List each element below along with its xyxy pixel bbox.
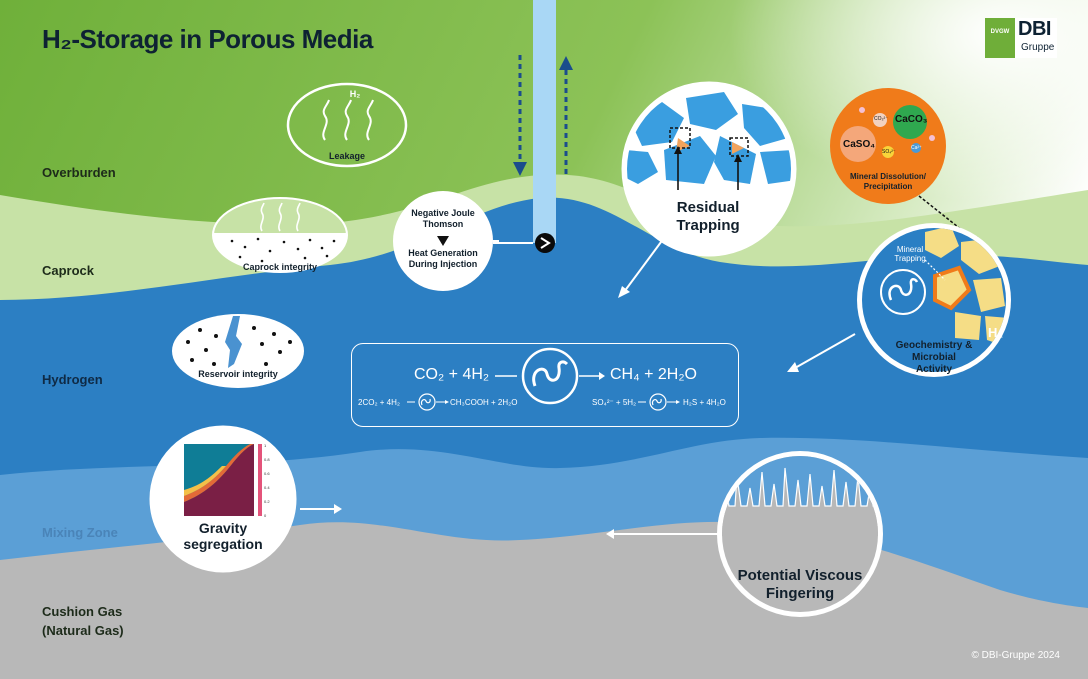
joule-line3: Heat Generation [408, 248, 478, 258]
equations-box [351, 343, 739, 427]
caprock-integrity-label: Caprock integrity [242, 262, 318, 272]
geochem-line1: Geochemistry & [895, 340, 973, 351]
microbe-icon [495, 347, 605, 405]
residual-trapping-label: Residual Trapping [653, 199, 763, 235]
mineral-line1: Mineral Dissolution/ [849, 172, 926, 181]
joule-line1: Negative Joule [411, 208, 475, 218]
leakage-bubble [286, 82, 408, 168]
logo-subtitle: Gruppe [1021, 42, 1055, 53]
caprock-integrity-bubble [212, 197, 348, 273]
microbe-icon-small-2 [638, 393, 680, 411]
layer-label-mixing-zone: Mixing Zone [42, 525, 118, 540]
mineral-label: Mineral Dissolution/ Precipitation [838, 172, 938, 192]
fingering-arrow [606, 529, 718, 539]
leakage-gas-label: H₂ [349, 89, 361, 99]
mineral-trapping-line2: Trapping [894, 254, 926, 263]
dvgw-mark: DVGW [985, 18, 1015, 58]
joule-line2: Thomson [422, 219, 464, 229]
geochem-arrow [787, 333, 856, 372]
fingering-bubble [717, 451, 883, 617]
so4-label: SO₄²⁻ [882, 149, 896, 155]
reservoir-integrity-bubble [172, 314, 304, 388]
gravity-scale-0.8: 0.8 [264, 457, 270, 462]
cushion-gas-line1: Cushion Gas [42, 604, 123, 619]
gravity-arrow [300, 504, 342, 514]
mineral-trapping-label: Mineral Trapping [890, 245, 930, 263]
gravity-scale-0.2: 0.2 [264, 499, 270, 504]
ca-label: Ca²⁺ [911, 145, 922, 151]
reservoir-integrity-label: Reservoir integrity [198, 369, 278, 379]
joule-thomson-text: Negative Joule Thomson Heat Generation D… [397, 208, 489, 270]
fingering-line1: Potential Viscous [737, 567, 863, 584]
eq-main-right: CH₄ + 2H₂O [610, 366, 697, 383]
residual-arrow [618, 237, 665, 298]
fingering-line2: Fingering [765, 585, 835, 602]
layer-label-hydrogen: Hydrogen [42, 372, 103, 387]
leakage-label: Leakage [328, 151, 366, 161]
gravity-scale-0.4: 0.4 [264, 485, 270, 490]
gravity-scale-0.6: 0.6 [264, 471, 270, 476]
gravity-bubble: 1 0.8 0.6 0.4 0.2 0 [149, 425, 297, 573]
layer-label-cushion-gas: Cushion Gas (Natural Gas) [42, 602, 124, 640]
gravity-scale-0: 0 [264, 513, 267, 518]
joule-line4: During Injection [408, 259, 478, 269]
residual-trapping-bubble [621, 81, 797, 257]
co3-label: CO₃²⁻ [874, 116, 888, 122]
geochem-line3: Activity [915, 364, 953, 375]
copyright: © DBI-Gruppe 2024 [971, 650, 1060, 661]
eq-sub2-right: H₂S + 4H₂O [683, 398, 726, 407]
mineral-line2: Precipitation [863, 182, 913, 191]
joule-arrow [493, 242, 533, 244]
mineral-trapping-line1: Mineral [896, 245, 924, 254]
eq-sub2-left: SO₄²⁻ + 5H₂ [592, 398, 637, 407]
caco3-label: CaCO₃ [895, 114, 928, 125]
page-title: H₂-Storage in Porous Media [42, 24, 373, 54]
eq-sub1-left: 2CO₂ + 4H₂ [358, 398, 401, 407]
caso4-label: CaSO₄ [843, 139, 875, 150]
logo-name: DBI [1018, 18, 1051, 40]
gravity-line1: Gravity [198, 520, 248, 536]
eq-sub1-right: CH₃COOH + 2H₂O [450, 398, 518, 407]
mineral-bubble [830, 88, 946, 204]
joule-thomson-bubble [393, 191, 499, 291]
residual-line2: Trapping [676, 217, 740, 234]
geochem-line2: Microbial [912, 352, 956, 363]
microbe-icon-small-1 [407, 393, 449, 411]
geochemistry-bubble [857, 223, 1011, 377]
layer-label-overburden: Overburden [42, 165, 116, 180]
geochem-label: Geochemistry & Microbial Activity [887, 340, 981, 376]
dbi-logo: DVGW DBI Gruppe [985, 18, 1057, 58]
gravity-line2: segregation [183, 536, 263, 552]
gravity-label: Gravity segregation [168, 520, 278, 552]
layer-label-caprock: Caprock [42, 263, 95, 278]
geochem-h2-label: H₂ [988, 325, 1004, 340]
residual-line1: Residual [676, 199, 740, 216]
cushion-gas-line2: (Natural Gas) [42, 623, 124, 638]
fingering-label: Potential Viscous Fingering [725, 567, 875, 603]
eq-main-left: CO₂ + 4H₂ [414, 366, 490, 383]
gravity-scale-1: 1 [264, 443, 267, 448]
